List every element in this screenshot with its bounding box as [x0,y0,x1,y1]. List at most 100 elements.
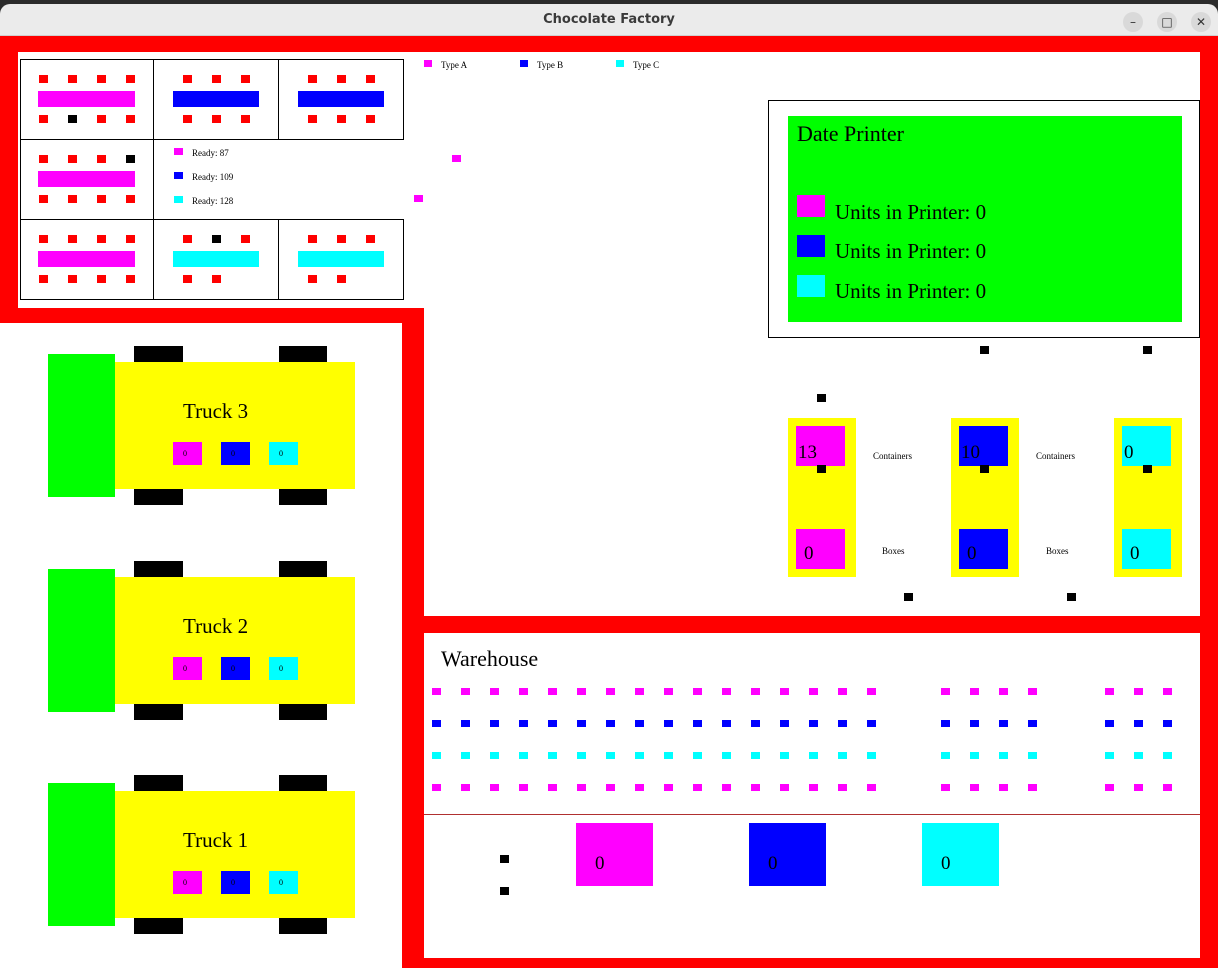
machine-slot [308,235,317,243]
machine-slot [241,235,250,243]
warehouse-stock-unit [722,720,731,727]
truck-load-count: 0 [279,449,283,458]
boxes-label: Boxes [1046,546,1069,556]
warehouse-stock-unit [548,752,557,759]
window-titlebar: Chocolate Factory – □ ✕ [0,4,1218,36]
warehouse-stock-unit [838,784,847,791]
warehouse-stock-unit [1134,720,1143,727]
warehouse-stock-unit [664,688,673,695]
machine-slot [337,75,346,83]
window-title: Chocolate Factory [543,12,675,27]
truck-cab [48,354,115,497]
worker-token [1143,465,1152,473]
warehouse-stock-unit [970,752,979,759]
warehouse-stock-unit [780,720,789,727]
warehouse-stock-unit [1028,688,1037,695]
machine-slot [183,235,192,243]
warehouse-stock-unit [751,752,760,759]
warehouse-stock-unit [548,784,557,791]
warehouse-stock-unit [838,720,847,727]
truck-load-slot: 0 [269,871,298,894]
warehouse-stock-unit [519,784,528,791]
warehouse-stock-unit [809,720,818,727]
warehouse-stock-unit [970,784,979,791]
warehouse-stock-unit [519,752,528,759]
warehouse-title: Warehouse [441,646,539,671]
machine-slot [97,75,106,83]
worker-token [980,346,989,354]
warehouse-stock-unit [941,784,950,791]
machine-slot [39,115,48,123]
minimize-button[interactable]: – [1123,12,1143,32]
machine-row-frame [20,139,154,220]
maximize-button[interactable]: □ [1157,12,1177,32]
warehouse-stock-unit [461,784,470,791]
type-b-swatch [520,60,528,67]
containers-label: Containers [873,451,912,461]
machine-slot [126,195,135,203]
machine-slot [183,115,192,123]
machine-slot [97,235,106,243]
truck-wheel [134,918,183,934]
production-machine [153,59,279,140]
machine-slot [212,115,221,123]
boxes-slot: 0 [1122,529,1171,569]
warehouse-stock-unit [548,720,557,727]
date-printer-panel: Date Printer Units in Printer: 0 Units i… [788,116,1182,322]
warehouse-stock-unit [606,720,615,727]
moving-chocolate-a [414,195,423,202]
worker-token [1143,346,1152,354]
boxes-slot: 0 [959,529,1008,569]
machine-slot [366,235,375,243]
worker-token [212,235,221,243]
warehouse-stock-unit [490,752,499,759]
warehouse-stock-unit [780,752,789,759]
warehouse-stock-unit [867,752,876,759]
warehouse-total-b-value: 0 [768,853,778,874]
machine-slot [97,275,106,283]
worker-token [817,465,826,473]
close-button[interactable]: ✕ [1191,12,1211,32]
production-machine [153,219,279,300]
machine-slot [39,155,48,163]
warehouse-stock-unit [809,752,818,759]
truck-load-slot: 0 [269,657,298,680]
truck-load-slot: 0 [221,657,250,680]
truck-load-count: 0 [231,878,235,887]
truck-load-count: 0 [183,449,187,458]
truck-wheel [279,775,327,791]
type-a-swatch [424,60,432,67]
warehouse-stock-unit [490,688,499,695]
truck-wheel [134,561,183,577]
containers-slot: 0 [1122,426,1171,466]
machine-slot [241,75,250,83]
warehouse-stock-unit [490,720,499,727]
warehouse-stock-unit [1105,720,1114,727]
warehouse-stock-unit [432,720,441,727]
warehouse-stock-unit [809,688,818,695]
boxes-count: 0 [1130,543,1140,564]
machine-slot [68,75,77,83]
production-machine [20,59,154,140]
truck-wheel [279,346,327,362]
ready-c-label: Ready: 128 [192,196,234,206]
truck-wheel [134,704,183,720]
warehouse-stock-unit [751,784,760,791]
warehouse-stock-unit [941,688,950,695]
containers-label: Containers [1036,451,1075,461]
worker-token [1067,593,1076,601]
containers-slot: 13 [796,426,845,466]
warehouse-stock-unit [867,784,876,791]
warehouse-stock-unit [1028,720,1037,727]
truck-wheel [279,489,327,505]
machine-slot [126,235,135,243]
machine-slot [337,275,346,283]
production-machine [278,219,404,300]
warehouse-stock-unit [999,688,1008,695]
worker-token [500,887,509,895]
containers-count: 13 [798,442,817,463]
warehouse-stock-unit [693,784,702,791]
warehouse-stock-unit [461,720,470,727]
